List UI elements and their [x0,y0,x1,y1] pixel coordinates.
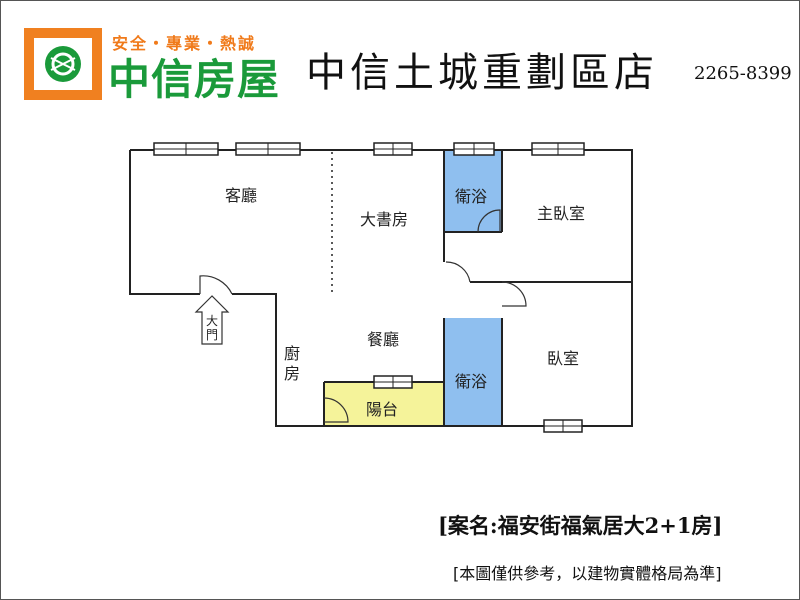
brand-name: 中信房屋 [108,55,281,104]
entrance-arrow-icon [194,295,230,345]
room-bath1: 衛浴 [455,187,488,206]
case-name: [案名:福安街福氣居大2+1房] [438,513,723,538]
room-living: 客廳 [225,186,258,205]
slogan: 安全・專業・熱誠 [112,34,257,53]
door-label-2: 門 [206,328,219,342]
disclaimer-note: [本圖僅供參考，以建物實體格局為準] [453,564,722,583]
room-kitchen-1: 廚 [284,344,301,363]
phone-number: 2265-8399 [694,63,792,84]
room-study: 大書房 [360,210,409,229]
room-dining: 餐廳 [367,330,400,349]
door-label-1: 大 [206,314,219,328]
room-balcony: 陽台 [366,400,399,419]
room-bath2: 衛浴 [455,372,488,391]
store-name: 中信土城重劃區店 [306,50,658,96]
room-master: 主臥室 [537,204,586,223]
bath1-fill [444,150,502,232]
room-bedroom: 臥室 [547,349,580,368]
balcony-fill [324,382,444,426]
logo-icon [24,28,102,100]
room-kitchen-2: 房 [284,364,301,383]
bath2-fill [444,318,502,426]
